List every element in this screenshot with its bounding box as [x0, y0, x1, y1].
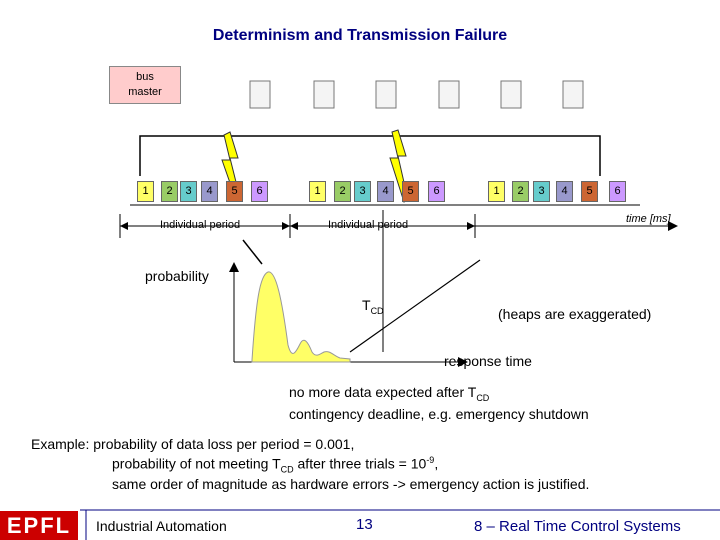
- slot-p3-3: 3: [533, 181, 550, 202]
- slot-p2-3: 3: [354, 181, 371, 202]
- example-line-2-a: probability of not meeting T: [112, 455, 281, 472]
- probability-label: probability: [145, 268, 209, 284]
- heaps-note: (heaps are exaggerated): [498, 306, 652, 322]
- slot-p1-3: 3: [180, 181, 197, 202]
- slot-p1-6: 6: [251, 181, 268, 202]
- example-line-2: probability of not meeting TCD after thr…: [112, 455, 438, 474]
- tcd-label: TCD: [362, 297, 384, 316]
- example-line-2-b: after three trials = 10: [293, 455, 427, 472]
- bus-master-label-line1: bus: [136, 71, 154, 83]
- slot-p3-6: 6: [609, 181, 626, 202]
- note-line-1-main: no more data expected after T: [289, 384, 477, 400]
- footer-divider: [80, 509, 720, 540]
- time-axis-label: time [ms]: [626, 213, 671, 225]
- bus-line: [139, 135, 601, 176]
- slide-title: Determinism and Transmission Failure: [212, 27, 508, 44]
- probability-axis-arrowhead: [229, 262, 239, 272]
- epfl-logo: EPFL: [0, 511, 78, 540]
- slot-p1-4: 4: [201, 181, 218, 202]
- period-arrow-1-left-head: [120, 222, 128, 230]
- slot-p1-2: 2: [161, 181, 178, 202]
- slot-p3-2: 2: [512, 181, 529, 202]
- slot-p1-1: 1: [137, 181, 154, 202]
- probability-density-curve: [251, 271, 351, 363]
- note-line-2: contingency deadline, e.g. emergency shu…: [289, 406, 589, 422]
- slot-p2-4: 4: [377, 181, 394, 202]
- example-line-3: same order of magnitude as hardware erro…: [112, 476, 590, 492]
- slot-p3-1: 1: [488, 181, 505, 202]
- example-line-2-c: ,: [434, 455, 439, 472]
- slot-p2-5: 5: [402, 181, 419, 202]
- period-arrow-1-right-head: [282, 222, 290, 230]
- period-label-2: Individual period: [328, 219, 409, 231]
- footer-page-number: 13: [356, 516, 373, 533]
- slot-p3-5: 5: [581, 181, 598, 202]
- period-arrow-2-right-head: [467, 222, 475, 230]
- bus-master-box: bus master: [109, 66, 181, 104]
- period-arrow-2-left-head: [290, 222, 298, 230]
- slot-p2-1: 1: [309, 181, 326, 202]
- period-label-1: Individual period: [160, 219, 241, 231]
- example-line-2-sup: -9: [426, 455, 435, 465]
- master-message-boxes: [249, 80, 584, 109]
- bus-master-label-line2: master: [128, 86, 162, 98]
- tcd-main: T: [362, 297, 371, 313]
- time-axis-arrowhead: [668, 221, 678, 231]
- response-time-label: response time: [444, 353, 532, 369]
- slot-p2-2: 2: [334, 181, 351, 202]
- slot-p3-4: 4: [556, 181, 573, 202]
- lead-line-left: [242, 239, 263, 265]
- response-time-axis-arrowhead: [458, 357, 468, 367]
- slot-p2-6: 6: [428, 181, 445, 202]
- tcd-sub: CD: [370, 305, 384, 316]
- example-line-2-sub: CD: [280, 464, 294, 475]
- note-line-1-sub: CD: [476, 392, 490, 403]
- note-line-1: no more data expected after TCD: [289, 384, 489, 403]
- slot-p1-5: 5: [226, 181, 243, 202]
- lead-line-right: [349, 259, 481, 353]
- example-line-1: Example: probability of data loss per pe…: [31, 436, 355, 452]
- footer-chapter-title: 8 – Real Time Control Systems: [474, 518, 681, 535]
- footer-course-title: Industrial Automation: [96, 518, 227, 534]
